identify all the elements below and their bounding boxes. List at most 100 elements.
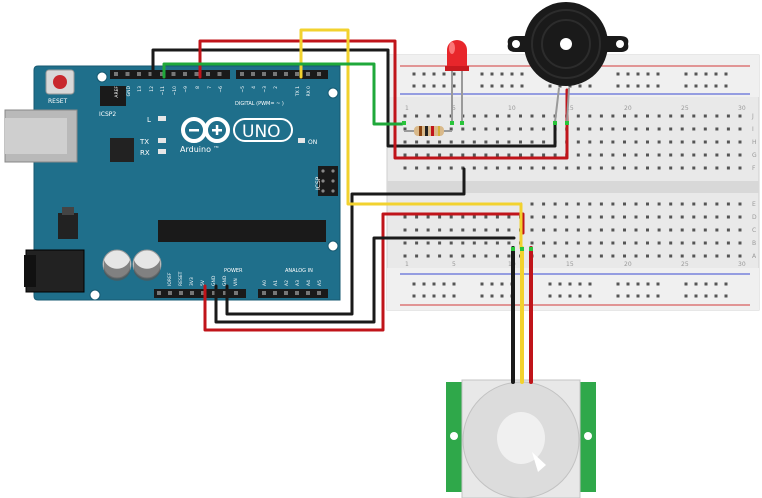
breadboard-hole — [403, 215, 407, 219]
rail-hole — [636, 282, 640, 286]
breadboard-hole — [657, 127, 661, 131]
icsp-pin — [331, 179, 335, 183]
breadboard-hole — [519, 114, 522, 118]
breadboard-hole — [438, 254, 442, 258]
breadboard-hole — [426, 153, 430, 157]
breadboard-hole — [542, 254, 546, 258]
breadboard-hole — [715, 228, 719, 232]
breadboard-hole — [726, 215, 730, 219]
breadboard-hole — [623, 140, 626, 144]
breadboard-hole — [542, 140, 546, 144]
reset-button-cap[interactable] — [53, 75, 67, 89]
rail-hole — [452, 72, 456, 76]
breadboard-hole — [438, 153, 442, 157]
buzzer — [507, 2, 629, 123]
breadboard-hole — [669, 114, 673, 118]
breadboard-hole — [553, 202, 557, 206]
rx-label: RX — [140, 149, 150, 157]
breadboard-hole — [438, 215, 442, 219]
breadboard-hole — [403, 140, 407, 144]
bottom-power-rail — [387, 268, 759, 310]
power-jack-front — [24, 255, 36, 287]
header-hole — [212, 291, 216, 295]
breadboard-hole — [646, 254, 649, 258]
buzzer-center — [560, 38, 572, 50]
breadboard-hole — [461, 241, 465, 245]
row-letter: G — [752, 152, 757, 159]
breadboard-hole — [703, 228, 707, 232]
breadboard-hole — [611, 241, 615, 245]
breadboard-hole — [703, 127, 707, 131]
breadboard-hole — [611, 166, 615, 170]
row-letter: A — [752, 253, 757, 260]
breadboard-hole — [507, 127, 511, 131]
breadboard-hole — [738, 140, 742, 144]
breadboard-hole — [657, 166, 661, 170]
breadboard-hole — [657, 140, 661, 144]
breadboard-row-letters: J I H G F E D C B A — [751, 113, 757, 260]
breadboard-hole — [542, 215, 546, 219]
breadboard-hole — [599, 114, 603, 118]
wire-black-gnd-2 — [225, 167, 466, 316]
breadboard-hole — [472, 153, 476, 157]
breadboard-hole — [692, 228, 696, 232]
rail-hole — [704, 282, 708, 286]
breadboard-hole — [507, 241, 511, 245]
digital-pin-label: ~3 — [262, 86, 268, 93]
rail-hole — [646, 72, 650, 76]
breadboard-hole — [599, 254, 603, 258]
breadboard-hole — [646, 166, 649, 170]
breadboard-hole — [669, 228, 673, 232]
rail-hole — [432, 84, 436, 88]
breadboard-hole — [542, 202, 546, 206]
breadboard-hole — [669, 127, 673, 131]
header-hole — [284, 291, 288, 295]
digital-pin-label: ~9 — [183, 86, 189, 93]
rail-hole — [558, 294, 562, 298]
breadboard-hole — [403, 254, 407, 258]
breadboard-hole — [461, 140, 465, 144]
breadboard-hole — [576, 254, 580, 258]
breadboard-hole — [415, 254, 419, 258]
breadboard-hole — [565, 228, 569, 232]
breadboard-hole — [565, 166, 569, 170]
breadboard-hole — [519, 153, 522, 157]
breadboard-hole — [507, 153, 511, 157]
breadboard-hole — [680, 114, 684, 118]
header-hole — [317, 291, 321, 295]
breadboard-hole — [634, 254, 638, 258]
col-num: 5 — [452, 261, 456, 268]
breadboard-hole — [495, 127, 499, 131]
breadboard-hole — [692, 166, 696, 170]
breadboard-hole — [449, 140, 453, 144]
breadboard-hole — [692, 254, 696, 258]
breadboard-hole — [669, 241, 673, 245]
breadboard-hole — [599, 228, 603, 232]
rail-hole — [412, 72, 416, 76]
l-label: L — [147, 116, 151, 124]
digital-pin-label: AREF — [114, 86, 120, 98]
breadboard-hole — [530, 127, 534, 131]
icsp-pin — [321, 169, 325, 173]
breadboard-hole — [669, 215, 673, 219]
rail-hole — [422, 84, 426, 88]
breadboard-hole — [449, 215, 453, 219]
brand-tm: TM — [213, 145, 219, 149]
buzzer-mount-hole — [512, 40, 520, 48]
breadboard-hole — [726, 241, 730, 245]
breadboard-hole — [495, 114, 499, 118]
breadboard-hole — [542, 114, 546, 118]
rail-hole — [422, 294, 426, 298]
rail-hole — [578, 84, 582, 88]
pir-dome-highlight — [497, 412, 545, 464]
breadboard-hole — [484, 166, 488, 170]
col-num: 25 — [681, 261, 689, 268]
col-num: 15 — [566, 105, 574, 112]
breadboard-hole — [669, 202, 673, 206]
rail-hole — [724, 84, 728, 88]
breadboard-hole — [692, 140, 696, 144]
rail-hole — [684, 84, 688, 88]
breadboard-hole — [669, 153, 673, 157]
breadboard-hole — [588, 215, 592, 219]
breadboard-hole — [519, 127, 522, 131]
